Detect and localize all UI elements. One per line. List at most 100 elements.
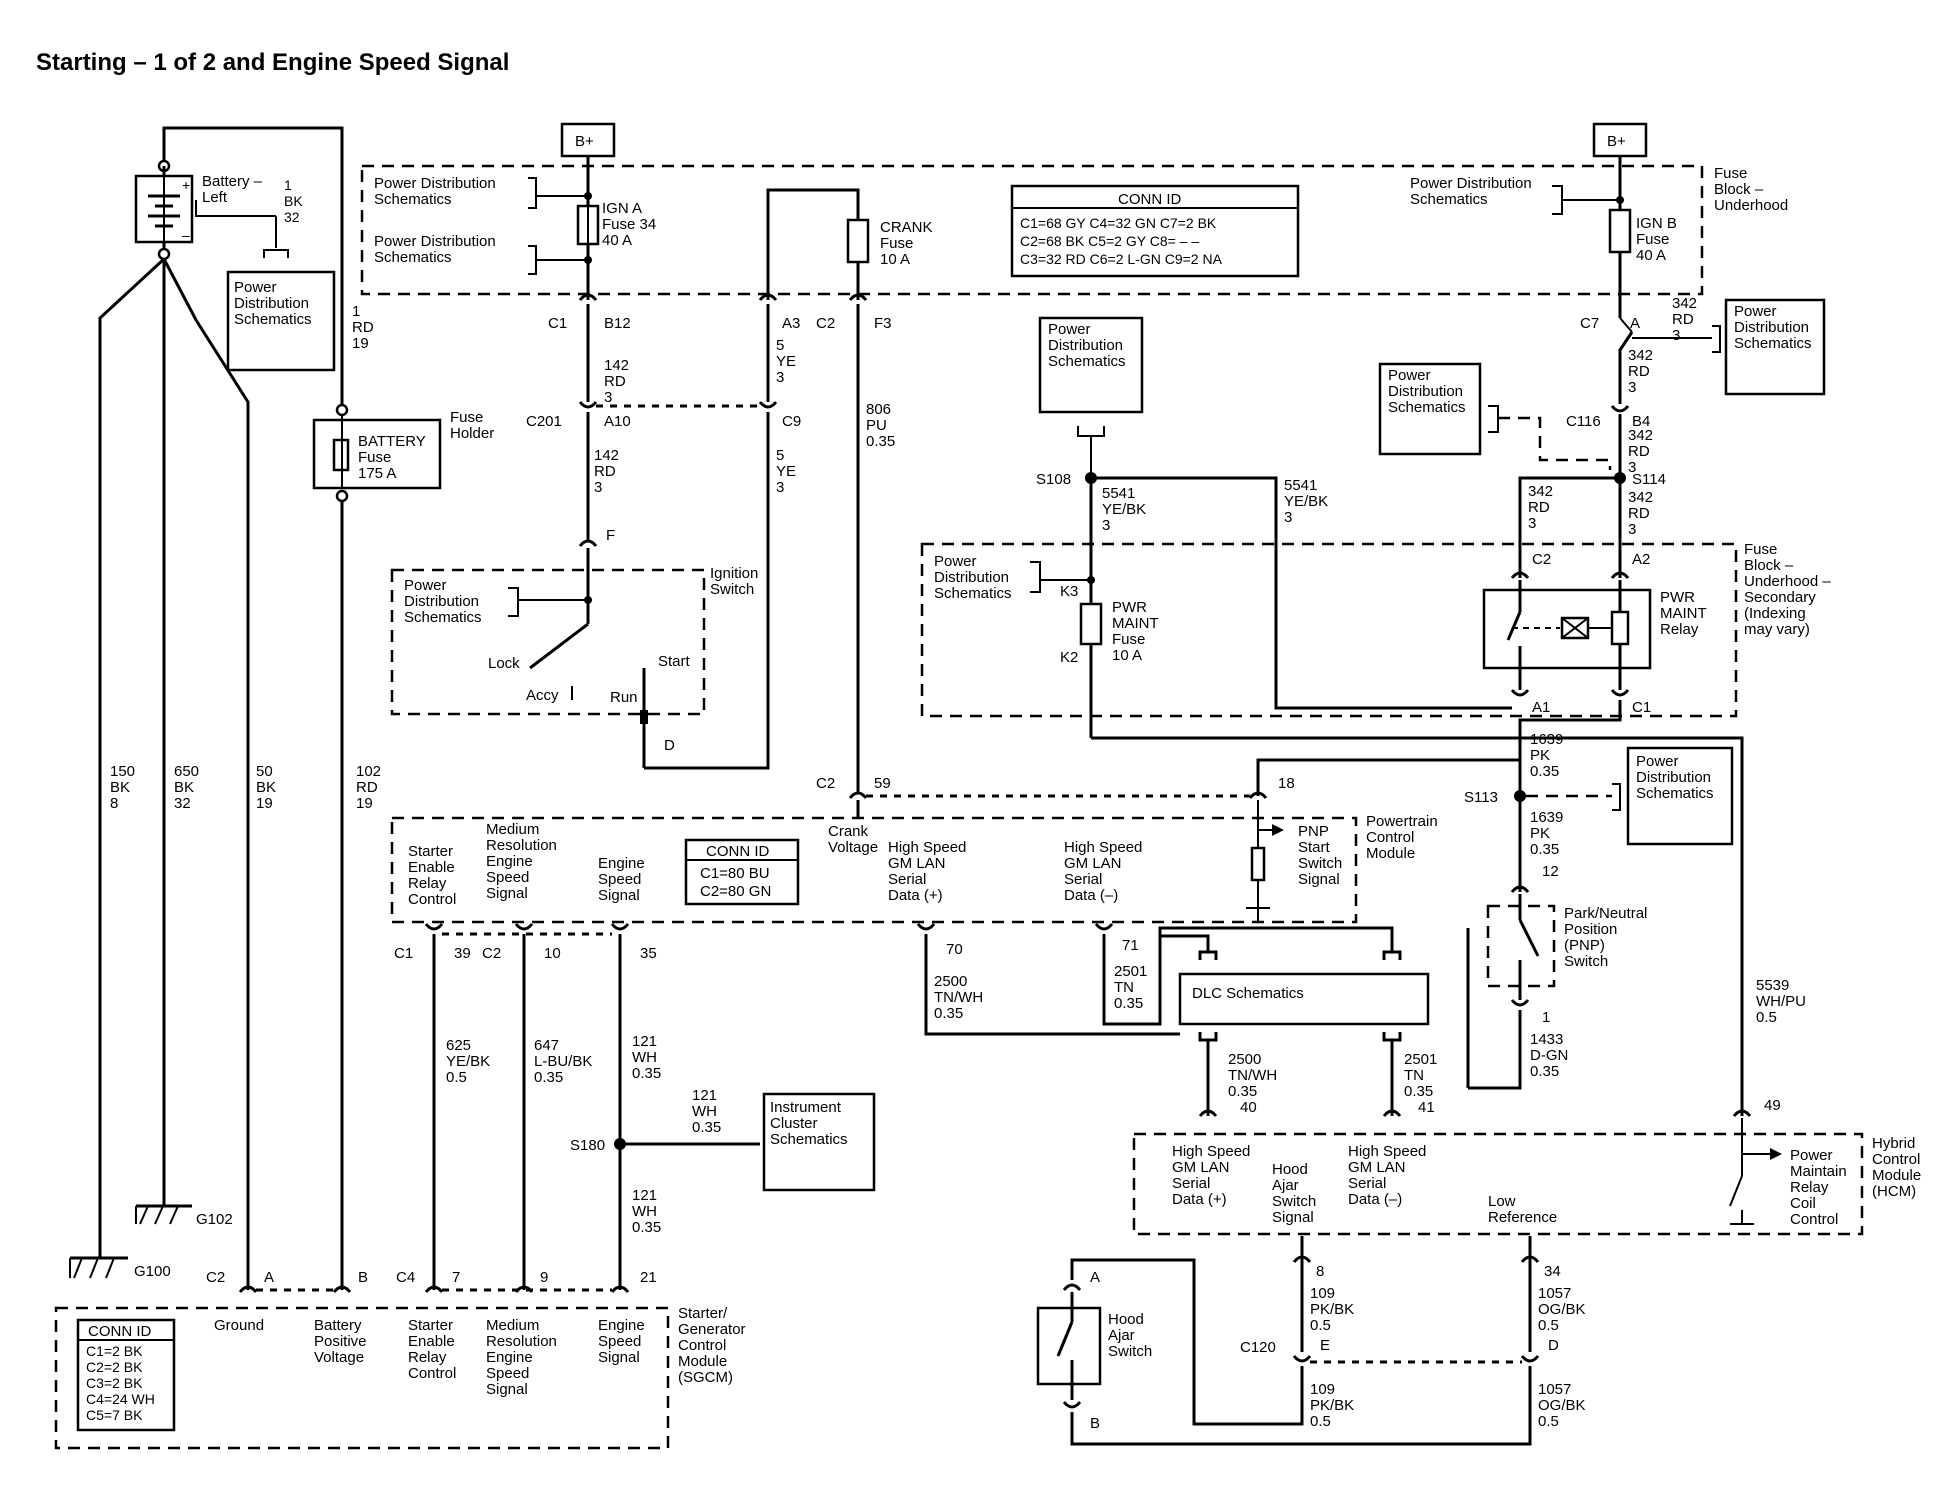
svg-text:40: 40 xyxy=(1240,1099,1257,1116)
svg-text:PK: PK xyxy=(1530,747,1550,764)
svg-text:Relay: Relay xyxy=(408,875,447,892)
svg-text:K2: K2 xyxy=(1060,649,1078,666)
svg-text:Switch: Switch xyxy=(710,581,754,598)
svg-text:35: 35 xyxy=(640,945,657,962)
svg-text:71: 71 xyxy=(1122,937,1139,954)
svg-text:5539: 5539 xyxy=(1756,977,1789,994)
svg-text:3: 3 xyxy=(604,389,612,406)
svg-text:Voltage: Voltage xyxy=(314,1349,364,1366)
pcm-label: Powertrain Control Module xyxy=(1366,813,1438,862)
svg-text:342: 342 xyxy=(1628,347,1653,364)
crank-wire-5-ye: A3 5 YE 3 C9 5 YE 3 xyxy=(644,293,801,770)
svg-text:1433: 1433 xyxy=(1530,1031,1563,1048)
svg-text:C1: C1 xyxy=(1632,699,1651,716)
svg-text:Signal: Signal xyxy=(1298,871,1340,888)
svg-text:C1: C1 xyxy=(394,945,413,962)
svg-text:3: 3 xyxy=(1672,327,1680,344)
svg-text:0.35: 0.35 xyxy=(1530,841,1559,858)
svg-text:Engine: Engine xyxy=(486,1349,533,1366)
svg-text:Power: Power xyxy=(1734,303,1777,320)
pcm-outline xyxy=(390,816,1358,924)
ground-g100: G100 xyxy=(69,1256,171,1280)
svg-text:PWR: PWR xyxy=(1112,599,1147,616)
svg-text:Speed: Speed xyxy=(598,1333,641,1350)
svg-text:0.35: 0.35 xyxy=(692,1119,721,1136)
bplus-left: B+ xyxy=(560,122,616,166)
svg-text:3: 3 xyxy=(594,479,602,496)
svg-text:WH: WH xyxy=(632,1203,657,1220)
svg-text:Speed: Speed xyxy=(598,871,641,888)
svg-text:Cluster: Cluster xyxy=(770,1115,818,1132)
svg-text:Maintain: Maintain xyxy=(1790,1163,1847,1180)
svg-text:Secondary: Secondary xyxy=(1744,589,1816,606)
pcm-pnp-input: 18 PNP Start Switch Signal xyxy=(1246,758,1522,922)
svg-text:9: 9 xyxy=(540,1269,548,1286)
svg-text:Ignition: Ignition xyxy=(710,565,758,582)
fuse-block-underhood-outline xyxy=(360,164,1704,296)
svg-text:19: 19 xyxy=(352,335,369,352)
svg-text:F3: F3 xyxy=(874,315,892,332)
svg-text:Hood: Hood xyxy=(1272,1161,1308,1178)
svg-text:Underhood: Underhood xyxy=(1714,197,1788,214)
hood-switch-wiring: 8 34 109 PK/BK 0.5 1057 OG/BK 0.5 C120 E… xyxy=(1070,1236,1586,1446)
svg-text:Fuse: Fuse xyxy=(1112,631,1145,648)
svg-text:Switch: Switch xyxy=(1564,953,1608,970)
svg-text:Power Distribution: Power Distribution xyxy=(374,175,496,192)
svg-text:Power: Power xyxy=(1790,1147,1833,1164)
svg-text:5541: 5541 xyxy=(1284,477,1317,494)
svg-text:121: 121 xyxy=(632,1187,657,1204)
hcm-pins: High Speed GM LAN Serial Data (+) Hood A… xyxy=(1172,1118,1847,1228)
svg-text:A10: A10 xyxy=(604,413,631,430)
svg-text:Low: Low xyxy=(1488,1193,1516,1210)
svg-text:RD: RD xyxy=(1628,363,1650,380)
svg-text:59: 59 xyxy=(874,775,891,792)
svg-text:Lock: Lock xyxy=(488,655,520,672)
svg-text:High Speed: High Speed xyxy=(1172,1143,1250,1160)
svg-text:342: 342 xyxy=(1528,483,1553,500)
svg-text:Module: Module xyxy=(1366,845,1415,862)
svg-text:A2: A2 xyxy=(1632,551,1650,568)
svg-text:B: B xyxy=(358,1269,368,1286)
svg-text:Signal: Signal xyxy=(486,1381,528,1398)
svg-text:PU: PU xyxy=(866,417,887,434)
svg-text:Fuse 34: Fuse 34 xyxy=(602,216,656,233)
svg-text:B+: B+ xyxy=(575,133,594,150)
svg-text:Engine: Engine xyxy=(598,1317,645,1334)
svg-text:Schematics: Schematics xyxy=(934,585,1012,602)
svg-text:C4: C4 xyxy=(396,1269,415,1286)
bplus-right: B+ xyxy=(1592,122,1648,166)
svg-text:PWR: PWR xyxy=(1660,589,1695,606)
svg-text:0.35: 0.35 xyxy=(1404,1083,1433,1100)
pcm-crank: C2 59 Crank Voltage xyxy=(816,775,1250,856)
svg-text:YE/BK: YE/BK xyxy=(446,1053,490,1070)
svg-text:Engine: Engine xyxy=(598,855,645,872)
wire-121: 121 WH 0.35 S180 121 WH 0.35 Instrument … xyxy=(570,934,876,1290)
svg-text:D: D xyxy=(664,737,675,754)
svg-text:RD: RD xyxy=(1528,499,1550,516)
svg-text:TN/WH: TN/WH xyxy=(934,989,983,1006)
pds-battery: 1 BK 32 Power Distribution Schematics xyxy=(226,177,336,372)
battery-ground-wires: 150 BK 8 650 BK 32 50 BK 19 xyxy=(98,257,276,1290)
svg-text:C116: C116 xyxy=(1566,413,1601,430)
svg-text:K3: K3 xyxy=(1060,583,1078,600)
svg-text:BK: BK xyxy=(256,779,276,796)
fuse-block-secondary-outline xyxy=(920,542,1738,718)
svg-text:342: 342 xyxy=(1628,427,1653,444)
svg-text:BK: BK xyxy=(110,779,130,796)
svg-text:C1=2 BK: C1=2 BK xyxy=(86,1343,143,1359)
svg-text:806: 806 xyxy=(866,401,891,418)
svg-text:YE: YE xyxy=(776,463,796,480)
svg-text:Distribution: Distribution xyxy=(404,593,479,610)
svg-text:Schematics: Schematics xyxy=(374,249,452,266)
svg-text:0.35: 0.35 xyxy=(866,433,895,450)
svg-text:Distribution: Distribution xyxy=(934,569,1009,586)
svg-text:TN: TN xyxy=(1114,979,1134,996)
svg-text:10: 10 xyxy=(544,945,561,962)
svg-text:Voltage: Voltage xyxy=(828,839,878,856)
svg-text:10 A: 10 A xyxy=(1112,647,1142,664)
svg-text:Medium: Medium xyxy=(486,821,539,838)
pcm-bottom-connectors: C1 39 C2 10 35 70 71 xyxy=(394,923,1139,962)
svg-text:40 A: 40 A xyxy=(1636,247,1666,264)
ign-b-fuse: IGN B Fuse 40 A xyxy=(1608,166,1677,300)
